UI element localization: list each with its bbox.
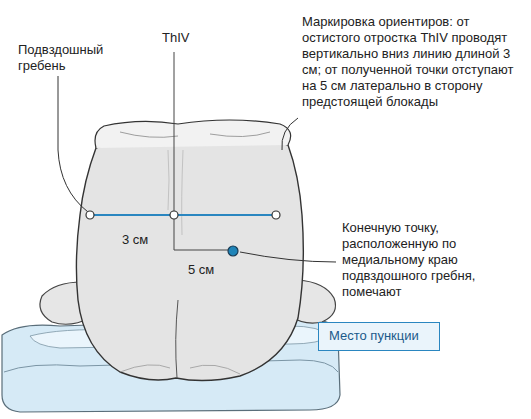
shirt-fold — [120, 132, 270, 137]
puncture-point — [228, 246, 238, 256]
shirt-edge — [95, 120, 291, 148]
dimension-label: 5 см — [188, 262, 233, 278]
leader-line — [58, 76, 88, 212]
vertical-3cm-line — [174, 52, 228, 250]
leader-line — [240, 252, 336, 262]
buttock-fold — [120, 365, 240, 374]
iliac-crest-line — [90, 214, 276, 216]
leader-line — [282, 118, 298, 150]
spine-hint — [168, 150, 183, 235]
vertebra-label: ThIV — [162, 30, 202, 46]
part-label: Подвздошный гребень — [18, 42, 108, 74]
landmark-point — [272, 211, 280, 219]
landmark-point — [86, 211, 94, 219]
gluteal-cleft — [176, 300, 178, 378]
box-text: Место пункции — [329, 328, 429, 343]
dimension-label: 3 см — [122, 232, 167, 248]
landmark-point — [170, 211, 178, 219]
note-text: Конечную точку, расположенную по медиаль… — [342, 220, 512, 300]
callout-box: Место пункции — [318, 322, 440, 351]
body-outline — [76, 135, 303, 381]
note-text: Маркировка ориентиров: от остистого отро… — [302, 14, 517, 110]
